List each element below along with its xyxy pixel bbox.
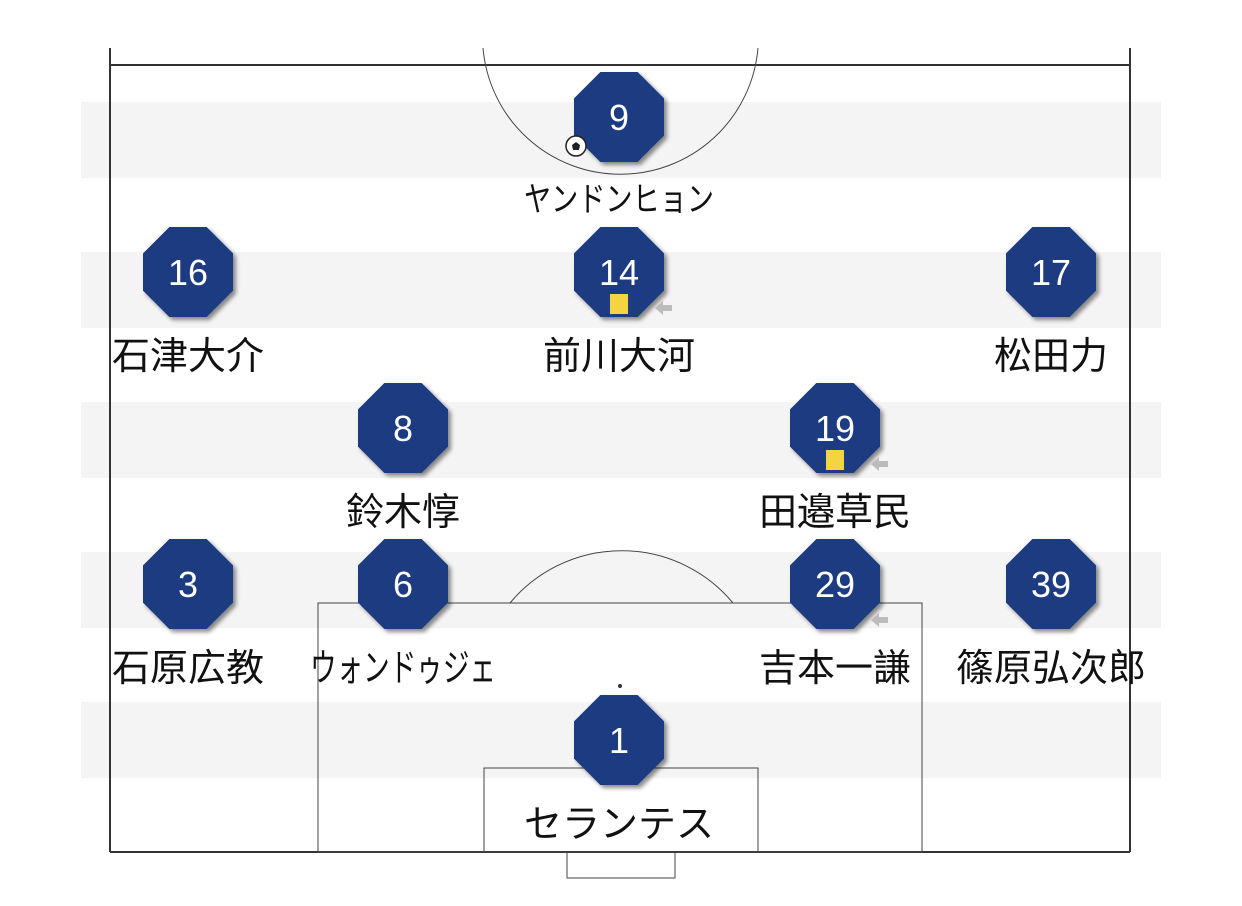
- player-number: 19: [815, 408, 855, 449]
- player-number: 9: [609, 97, 629, 138]
- player-name: 石津大介: [112, 334, 264, 378]
- player-9[interactable]: 9 ヤンドンヒョン: [524, 72, 714, 220]
- player-number: 29: [815, 564, 855, 605]
- player-name: 篠原弘次郎: [956, 646, 1146, 690]
- player-name: 石原広教: [112, 646, 264, 690]
- player-name: ヤンドンヒョン: [524, 180, 714, 220]
- player-badge: [574, 695, 664, 785]
- player-3[interactable]: 3 石原広教: [112, 539, 264, 690]
- substitution-icon: [871, 457, 888, 471]
- player-number: 16: [168, 252, 208, 293]
- player-name: 松田力: [994, 334, 1108, 378]
- player-badge: [574, 72, 664, 162]
- player-number: 8: [393, 408, 413, 449]
- player-name: ウォンドゥジェ: [310, 646, 496, 690]
- player-17[interactable]: 17 松田力: [994, 227, 1108, 378]
- player-badge: [574, 227, 664, 317]
- substitution-icon: [871, 613, 888, 627]
- player-number: 6: [393, 564, 413, 605]
- player-badge: [143, 539, 233, 629]
- player-19[interactable]: 19 田邉草民: [759, 383, 911, 534]
- player-name: 前川大河: [543, 334, 695, 378]
- player-8[interactable]: 8 鈴木惇: [346, 383, 460, 534]
- substitution-icon: [655, 301, 672, 315]
- player-badge: [1006, 539, 1096, 629]
- penalty-spot: [618, 684, 622, 688]
- player-1[interactable]: 1 セランテス: [524, 695, 714, 846]
- player-badge: [790, 383, 880, 473]
- player-16[interactable]: 16 石津大介: [112, 227, 264, 378]
- player-6[interactable]: 6 ウォンドゥジェ: [310, 539, 496, 690]
- player-badge: [358, 383, 448, 473]
- penalty-arc: [509, 550, 734, 604]
- player-39[interactable]: 39 篠原弘次郎: [956, 539, 1146, 690]
- yellow-card-icon: [610, 294, 628, 314]
- goal-ball-icon: [565, 135, 587, 157]
- player-number: 39: [1031, 564, 1071, 605]
- player-badge: [790, 539, 880, 629]
- yellow-card-icon: [826, 450, 844, 470]
- player-name: 鈴木惇: [346, 490, 460, 534]
- player-number: 14: [599, 252, 639, 293]
- pitch-lines: [109, 47, 1131, 879]
- player-29[interactable]: 29 吉本一謙: [759, 539, 911, 690]
- player-number: 17: [1031, 252, 1071, 293]
- player-name: セランテス: [524, 802, 714, 846]
- goal: [566, 851, 676, 879]
- player-name: 田邉草民: [759, 490, 911, 534]
- player-number: 3: [178, 564, 198, 605]
- center-circle: [482, 47, 759, 175]
- player-badge: [143, 227, 233, 317]
- player-name: 吉本一謙: [759, 646, 911, 690]
- player-badge: [1006, 227, 1096, 317]
- player-number: 1: [609, 720, 629, 761]
- player-14[interactable]: 14 前川大河: [543, 227, 695, 378]
- player-badge: [358, 539, 448, 629]
